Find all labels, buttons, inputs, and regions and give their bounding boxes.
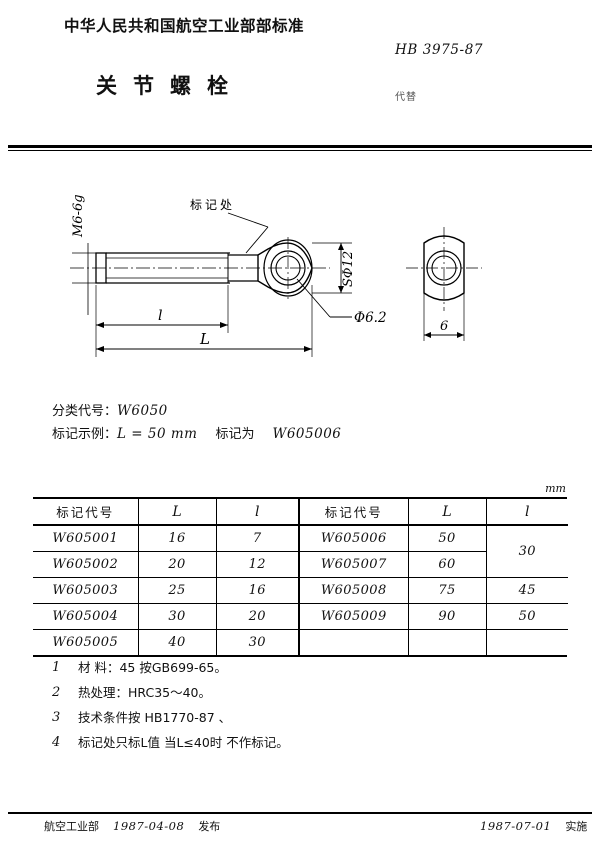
note-item: 3 技术条件按 HB1770-87 、 — [52, 705, 289, 730]
marking-example-row: 标记示例：L = 50 mm 标记为 W605006 — [52, 423, 341, 446]
header-code: 标记代号 — [299, 499, 409, 526]
cell-L: 75 — [407, 577, 487, 604]
cell-empty — [299, 629, 409, 655]
table-header-row: 标记代号 L l — [299, 499, 568, 526]
note-item: 4 标记处只标L值 当L≤40时 不作标记。 — [52, 730, 289, 755]
classification-code-row: 分类代号：W6050 — [52, 400, 341, 423]
cell-L: 40 — [137, 629, 217, 655]
header-rule-thick — [8, 145, 592, 148]
total-length-label: L — [199, 330, 210, 348]
cell-code: W605002 — [33, 551, 139, 578]
header-rule-thin — [8, 150, 592, 151]
note-text: 技术条件按 HB1770-87 、 — [78, 710, 232, 725]
header-l: l — [215, 499, 298, 526]
cell-L: 20 — [137, 551, 217, 578]
classification-code-label: 分类代号： — [52, 404, 118, 419]
replaces-label: 代替 — [395, 92, 417, 103]
cell-code: W605009 — [299, 603, 409, 630]
header-l: l — [485, 499, 568, 526]
header-L: L — [407, 499, 487, 526]
classification-code-value: W6050 — [117, 403, 168, 419]
sphere-diameter-label: SΦ12 — [341, 251, 356, 287]
cell-L: 25 — [137, 577, 217, 604]
eye-width-label: 6 — [440, 319, 448, 334]
note-item: 1 材 料：45 按GB699-65。 — [52, 655, 289, 680]
cell-l: 12 — [215, 551, 298, 578]
cell-L: 30 — [137, 603, 217, 630]
marking-callout-label: 标记处 — [190, 198, 235, 212]
footer-effective-date: 1987-07-01 — [480, 819, 552, 833]
cell-l: 30 — [215, 629, 298, 655]
cell-code: W605003 — [33, 577, 139, 604]
thread-spec-label: M6-6g — [71, 194, 86, 238]
marking-example-mark-label: 标记为 — [215, 427, 255, 442]
standard-number: HB 3975-87 — [395, 42, 484, 58]
hole-diameter-label: Φ6.2 — [354, 310, 387, 326]
cell-empty — [485, 629, 568, 655]
note-text: 标记处只标L值 当L≤40时 不作标记。 — [78, 735, 289, 750]
cell-L: 16 — [137, 524, 217, 552]
header-L: L — [137, 499, 217, 526]
marking-example-condition: L = 50 mm — [117, 426, 198, 442]
note-number: 3 — [52, 710, 61, 725]
note-text: 热处理：HRC35～40。 — [78, 685, 212, 700]
classification-block: 分类代号：W6050 标记示例：L = 50 mm 标记为 W605006 — [52, 400, 341, 446]
note-item: 2 热处理：HRC35～40。 — [52, 680, 289, 705]
cell-l: 7 — [215, 524, 298, 552]
footer-effective-label: 实施 — [565, 820, 588, 833]
cell-code: W605005 — [33, 629, 139, 655]
marking-example-label: 标记示例： — [52, 427, 118, 442]
header-code: 标记代号 — [33, 499, 139, 526]
cell-code: W605007 — [299, 551, 409, 578]
footer-issue-label: 发布 — [198, 820, 221, 833]
cell-L: 90 — [407, 603, 487, 630]
marking-example-mark-value: W605006 — [272, 426, 342, 442]
cell-l: 20 — [215, 603, 298, 630]
footer-right: 1987-07-01 实施 — [480, 818, 587, 834]
footer-left: 航空工业部 1987-04-08 发布 — [44, 818, 220, 834]
page-title: 关节螺栓 — [96, 74, 244, 98]
note-text: 材 料：45 按GB699-65。 — [78, 660, 227, 675]
thread-length-label: l — [158, 308, 162, 324]
table-header-row: 标记代号 L l — [33, 499, 298, 526]
note-number: 4 — [52, 735, 61, 750]
footer: 航空工业部 1987-04-08 发布 1987-07-01 实施 — [8, 818, 592, 840]
note-number: 1 — [52, 660, 61, 675]
table-unit-label: mm — [545, 482, 566, 495]
notes-list: 1 材 料：45 按GB699-65。 2 热处理：HRC35～40。 3 技术条件按 H… — [52, 655, 289, 755]
footer-rule — [8, 812, 592, 814]
cell-L: 50 — [407, 524, 487, 552]
cell-l: 16 — [215, 577, 298, 604]
note-number: 2 — [52, 685, 61, 700]
technical-drawing: M6-6g 标记处 SΦ12 Φ6.2 l L 6 — [0, 165, 600, 390]
cell-L: 60 — [407, 551, 486, 578]
cell-code: W605008 — [299, 577, 409, 604]
cell-empty — [407, 629, 487, 655]
cell-code: W605004 — [33, 603, 139, 630]
cell-l: 50 — [485, 603, 568, 630]
footer-issue-date: 1987-04-08 — [113, 819, 185, 833]
footer-issuer: 航空工业部 — [44, 820, 99, 833]
issuing-organization: 中华人民共和国航空工业部部标准 — [64, 17, 305, 35]
table-row-filler — [299, 629, 568, 655]
cell-code: W605006 — [299, 524, 409, 552]
cell-l: 30 — [485, 524, 568, 578]
cell-l: 45 — [485, 577, 568, 604]
cell-code: W605001 — [33, 524, 139, 552]
